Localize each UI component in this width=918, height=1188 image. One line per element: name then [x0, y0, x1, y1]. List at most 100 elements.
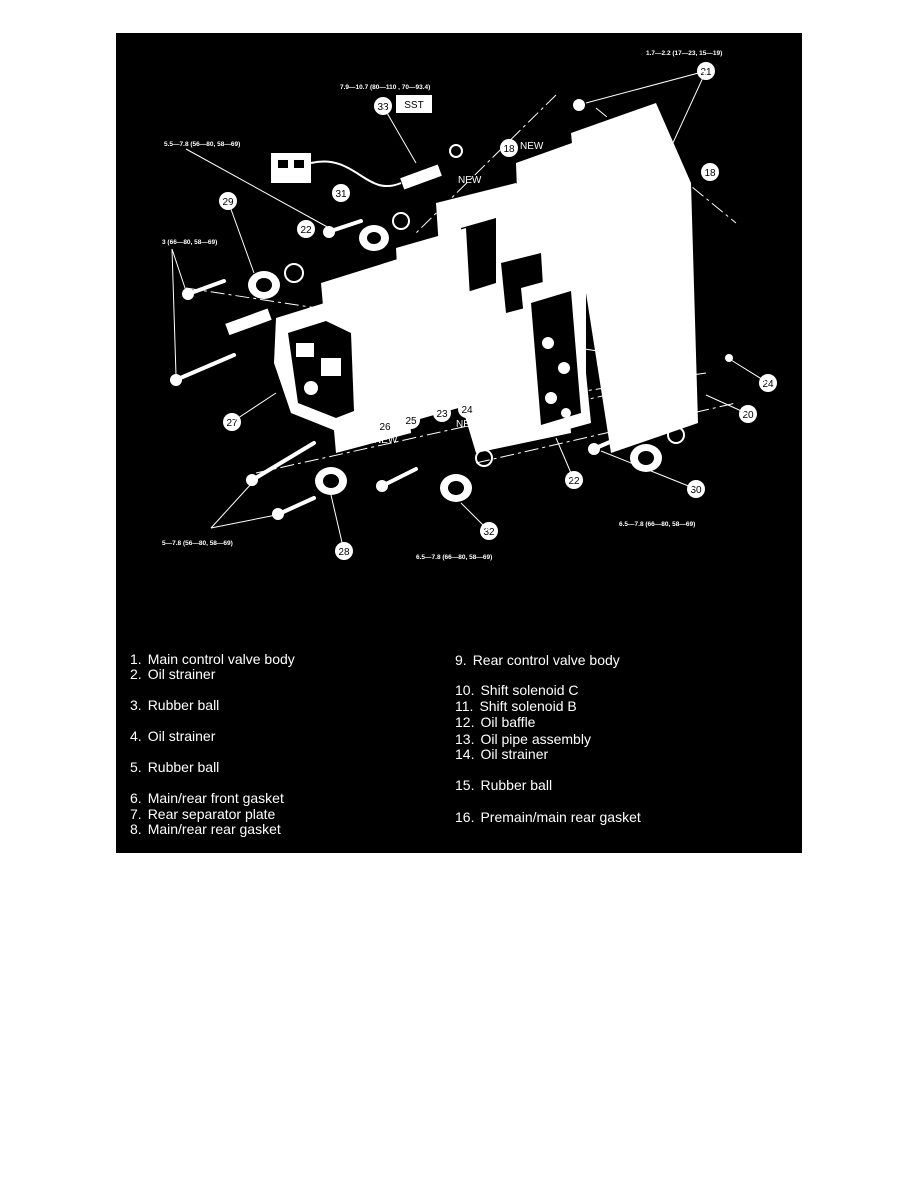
callout-label: 22: [300, 225, 312, 236]
callout-18-right: 18: [701, 163, 719, 181]
legend-number: 13.: [455, 731, 475, 747]
legend-label: Shift solenoid C: [480, 682, 579, 698]
sst-label: SST: [404, 100, 423, 111]
rear-separator-plate: [571, 103, 698, 453]
legend-item: 5. Rubber ball: [130, 759, 219, 775]
legend-number: 7.: [130, 806, 142, 822]
sst-tool-box: SST: [396, 95, 432, 113]
legend-item: 1. Main control valve body: [130, 651, 295, 667]
torque-spec-solenoid: 7.9—10.7 (80—110 , 70—93.4): [340, 84, 430, 91]
legend-item: 14. Oil strainer: [455, 746, 548, 762]
legend-label: Rear separator plate: [147, 806, 276, 822]
new-label: NEW: [520, 141, 544, 152]
legend-item: 12. Oil baffle: [455, 714, 535, 730]
callout-25: 25: [402, 411, 420, 429]
legend-label: Oil strainer: [480, 746, 549, 762]
callout-label: 33: [377, 102, 389, 113]
bolts: [176, 219, 628, 515]
legend-label: Rubber ball: [480, 777, 553, 793]
legend-right-column: 9.Rear control valve body 10.Shift solen…: [455, 652, 785, 842]
legend-label: Rubber ball: [147, 759, 220, 775]
callout-label: 18: [503, 144, 515, 155]
legend-item: 9. Rear control valve body: [455, 652, 620, 668]
legend-item: 3. Rubber ball: [130, 697, 219, 713]
legend-label: Oil strainer: [147, 666, 216, 682]
torque-spec-left-mid: 3 (66—80, 58—69): [162, 239, 217, 246]
shift-solenoid-30: [630, 426, 685, 472]
legend-label: Oil pipe assembly: [480, 731, 591, 747]
legend-item: 13. Oil pipe assembly: [455, 731, 591, 747]
callout-label: 20: [742, 410, 754, 421]
legend-item: 2. Oil strainer: [130, 666, 215, 682]
legend-item: 15. Rubber ball: [455, 777, 552, 793]
legend-number: 4.: [130, 728, 142, 744]
legend-label: Main/rear front gasket: [147, 790, 284, 806]
solenoid-connector: [271, 144, 463, 190]
legend-item: 11. Shift solenoid B: [455, 698, 577, 714]
legend-number: 15.: [455, 777, 475, 793]
new-label: NEW: [374, 435, 398, 446]
legend-number: 2.: [130, 666, 142, 682]
callout-label: 32: [483, 527, 495, 538]
torque-spec-top-right: 1.7—2.2 (17—23, 15—19): [646, 50, 722, 57]
rear-control-valve-body: [521, 273, 591, 438]
shift-solenoid-32: [440, 449, 493, 502]
premain-control-valve-body: [225, 301, 366, 433]
main-front-gasket: [396, 228, 476, 423]
exploded-view-figure: 33 21 18 18 31 29 22 24 20 27 26 25 23 2…: [116, 33, 802, 853]
callout-label: 26: [379, 422, 391, 433]
callout-label: 24: [762, 379, 774, 390]
leader-lines: [171, 70, 769, 552]
bolt-heads: [170, 99, 733, 520]
new-label: NEW: [458, 175, 482, 186]
legend-item: 7. Rear separator plate: [130, 806, 275, 822]
legend-number: 14.: [455, 746, 475, 762]
torque-spec-bottom-right: 6.5—7.8 (66—80, 58—69): [619, 521, 695, 528]
callout-label: 22: [568, 476, 580, 487]
callout-18-top: 18: [500, 139, 518, 157]
legend-item: 6. Main/rear front gasket: [130, 790, 284, 806]
torque-spec-bottom-left: 5—7.8 (56—80, 58—69): [162, 540, 233, 547]
callout-24-lower: 24: [458, 400, 476, 418]
torque-spec-bottom-center: 6.5—7.8 (66—80, 58—69): [416, 554, 492, 561]
callout-label: 23: [436, 409, 448, 420]
legend-number: 11.: [455, 698, 474, 714]
callout-label: 24: [461, 405, 473, 416]
legend-number: 6.: [130, 790, 142, 806]
legend-number: 16.: [455, 809, 475, 825]
callout-label: 25: [405, 416, 417, 427]
legend-item: 16. Premain/main rear gasket: [455, 809, 641, 825]
callout-26: 26: [376, 417, 394, 435]
callout-label: 27: [226, 418, 238, 429]
exploded-view-drawing: 33 21 18 18 31 29 22 24 20 27 26 25 23 2…: [162, 50, 777, 561]
callout-bubbles: 33 21 18 18 31 29 22 24 20 27 26 25 23 2…: [219, 62, 777, 560]
legend-number: 3.: [130, 697, 142, 713]
legend-label: Main/rear rear gasket: [147, 821, 281, 837]
legend-label: Main control valve body: [147, 651, 295, 667]
legend-label: Premain/main rear gasket: [480, 809, 641, 825]
legend-label: Shift solenoid B: [479, 698, 577, 714]
legend-number: 5.: [130, 759, 142, 775]
callout-31: 31: [332, 184, 350, 202]
callout-23: 23: [433, 404, 451, 422]
callout-label: 18: [704, 168, 716, 179]
legend-item: 10. Shift solenoid C: [455, 682, 579, 698]
new-labels: NEW NEW NEW NEW: [374, 141, 544, 446]
callout-label: 30: [690, 485, 702, 496]
torque-specs: 1.7—2.2 (17—23, 15—19) 7.9—10.7 (80—110 …: [162, 50, 722, 561]
torque-spec-upper-left: 5.5—7.8 (56—80, 58—69): [164, 141, 240, 148]
legend-item: 8.Main/rear rear gasket: [130, 821, 281, 837]
legend-number: 9.: [455, 652, 467, 668]
legend-number: 12.: [455, 714, 475, 730]
callout-label: 28: [338, 547, 350, 558]
shift-solenoid-29: [248, 263, 304, 299]
legend-number: 10.: [455, 682, 475, 698]
legend-left-column: 1. Main control valve body 2. Oil strainer…: [130, 651, 450, 841]
legend-item: 4.Oil strainer: [130, 728, 215, 744]
solenoids: [248, 212, 685, 502]
legend-label: Rear control valve body: [472, 652, 620, 668]
legend-number: 1.: [130, 651, 142, 667]
legend-label: Rubber ball: [147, 697, 220, 713]
legend-label: Oil baffle: [480, 714, 536, 730]
shift-solenoid-31: [359, 212, 410, 251]
